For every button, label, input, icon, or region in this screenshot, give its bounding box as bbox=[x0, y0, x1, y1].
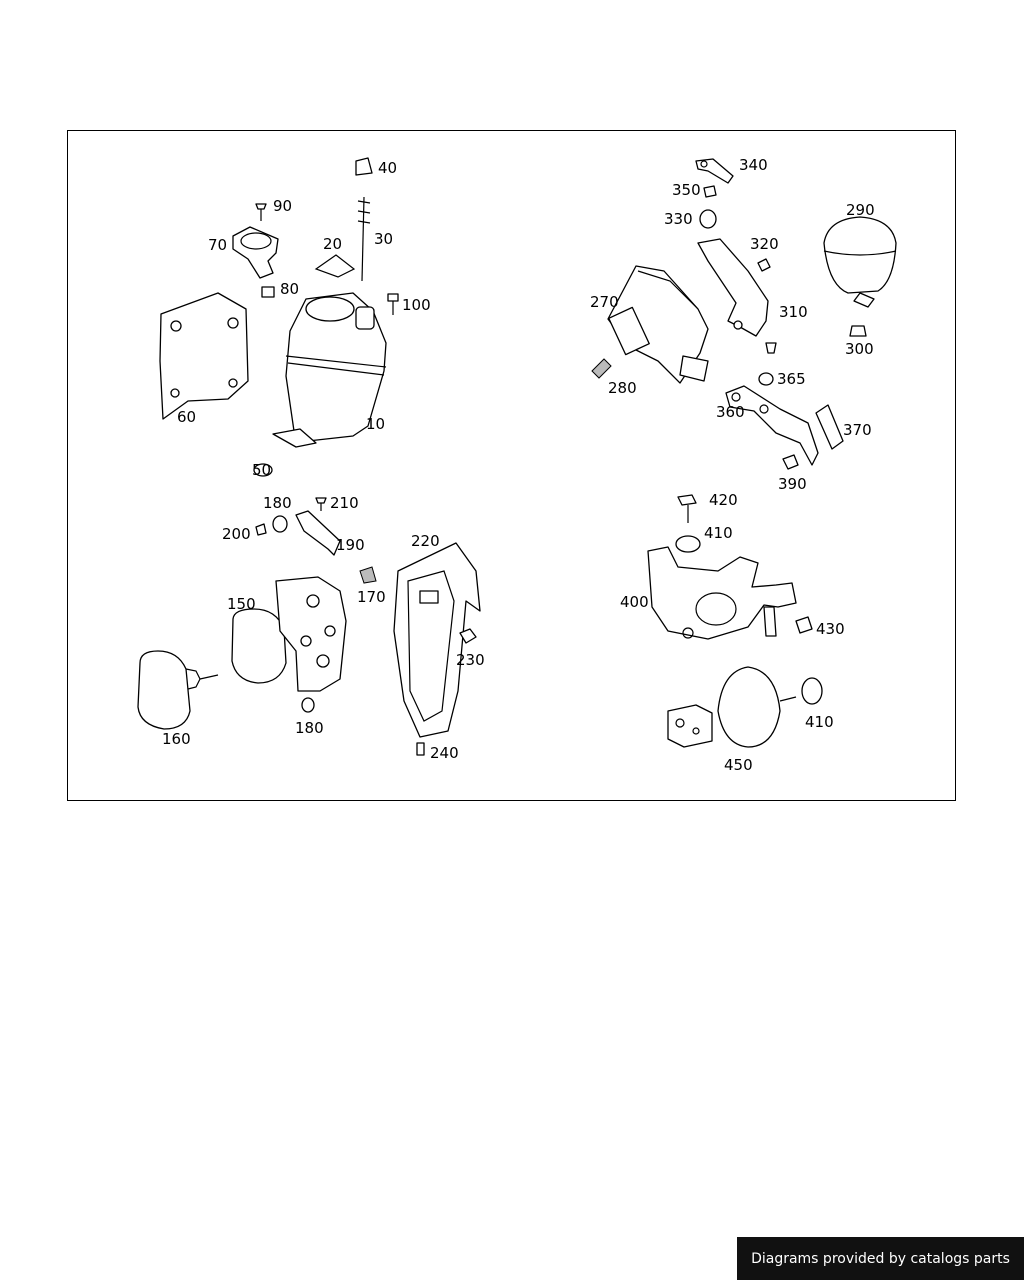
sensor-part-280 bbox=[591, 358, 612, 379]
flange-part-70 bbox=[232, 226, 279, 279]
bracket-part-360 bbox=[725, 385, 819, 466]
callout-190: 190 bbox=[336, 536, 365, 554]
sphere-part-150 bbox=[231, 608, 287, 684]
callout-360: 360 bbox=[716, 403, 745, 421]
callout-410b: 410 bbox=[805, 713, 834, 731]
grommet-part-180a bbox=[272, 515, 288, 533]
callout-230: 230 bbox=[456, 651, 485, 669]
clip-part-80 bbox=[261, 286, 275, 298]
callout-400: 400 bbox=[620, 593, 649, 611]
callout-200: 200 bbox=[222, 525, 251, 543]
grommet-part-330 bbox=[699, 209, 717, 229]
callout-70: 70 bbox=[208, 236, 228, 254]
callout-20: 20 bbox=[323, 235, 343, 253]
callout-450: 450 bbox=[724, 756, 753, 774]
callout-180a: 180 bbox=[263, 494, 292, 512]
callout-280: 280 bbox=[608, 379, 637, 397]
control-unit-part-270 bbox=[607, 265, 709, 384]
callout-60: 60 bbox=[177, 408, 197, 426]
callout-80: 80 bbox=[280, 280, 300, 298]
screw-part-420 bbox=[677, 494, 697, 506]
callout-290: 290 bbox=[846, 201, 875, 219]
dipstick-part-30 bbox=[361, 196, 365, 282]
bracket-part-190 bbox=[295, 510, 341, 556]
callout-150: 150 bbox=[227, 595, 256, 613]
callout-420: 420 bbox=[709, 491, 738, 509]
callout-310: 310 bbox=[779, 303, 808, 321]
plug-part-50 bbox=[253, 463, 273, 477]
accumulator-part-450 bbox=[717, 666, 781, 748]
credit-banner: Diagrams provided by catalogs parts bbox=[737, 1237, 1024, 1280]
grommet-part-410b bbox=[801, 677, 823, 705]
callout-300: 300 bbox=[845, 340, 874, 358]
callout-320: 320 bbox=[750, 235, 779, 253]
callout-365: 365 bbox=[777, 370, 806, 388]
sensor-part-170 bbox=[359, 566, 377, 584]
screw-part-200 bbox=[255, 523, 267, 536]
nut-part-230 bbox=[459, 628, 477, 644]
callout-40: 40 bbox=[378, 159, 398, 177]
screw-part-90 bbox=[255, 203, 267, 210]
bracket-part-220 bbox=[393, 542, 481, 738]
pump-group bbox=[137, 497, 481, 756]
reservoir-part-10 bbox=[285, 292, 387, 442]
callout-170: 170 bbox=[357, 588, 386, 606]
callout-350: 350 bbox=[672, 181, 701, 199]
screw-part-100 bbox=[387, 293, 399, 302]
callout-330: 330 bbox=[664, 210, 693, 228]
screw-part-240 bbox=[416, 742, 425, 756]
callout-390: 390 bbox=[778, 475, 807, 493]
reservoir-group bbox=[159, 157, 399, 477]
plug-part-365 bbox=[758, 372, 774, 386]
accumulator-group bbox=[647, 494, 823, 748]
nut-part-430 bbox=[795, 616, 813, 634]
clip-part-300 bbox=[849, 325, 867, 337]
heat-shield-part-60 bbox=[159, 292, 249, 420]
callout-90: 90 bbox=[273, 197, 293, 215]
parts-illustration bbox=[137, 157, 897, 756]
sphere-part-160 bbox=[137, 650, 191, 730]
screw-part-320 bbox=[757, 258, 771, 272]
callout-30: 30 bbox=[374, 230, 394, 248]
callout-50: 50 bbox=[252, 461, 272, 479]
bracket-part-340 bbox=[695, 158, 734, 184]
nut-part-350 bbox=[703, 185, 717, 198]
callout-100: 100 bbox=[402, 296, 431, 314]
parts-diagram: 10 20 30 40 50 60 70 80 90 100 150 160 1… bbox=[67, 130, 956, 801]
callout-220: 220 bbox=[411, 532, 440, 550]
nut-part-390 bbox=[782, 454, 799, 470]
cover-part-370 bbox=[815, 404, 844, 450]
callout-210: 210 bbox=[330, 494, 359, 512]
callout-160: 160 bbox=[162, 730, 191, 748]
grommet-part-180b bbox=[301, 697, 315, 713]
callout-10: 10 bbox=[366, 415, 386, 433]
callout-240: 240 bbox=[430, 744, 459, 762]
valve-block bbox=[275, 576, 347, 692]
gasket-part-20 bbox=[314, 254, 356, 278]
callout-370: 370 bbox=[843, 421, 872, 439]
callout-270: 270 bbox=[590, 293, 619, 311]
bracket-part-400 bbox=[647, 546, 797, 640]
bracket-part-310 bbox=[697, 238, 769, 337]
grommet-part-410a bbox=[675, 535, 701, 553]
credit-text: Diagrams provided by catalogs parts bbox=[751, 1250, 1010, 1267]
cap-part-40 bbox=[355, 157, 373, 176]
valve-body-part-450 bbox=[667, 704, 713, 748]
callout-410a: 410 bbox=[704, 524, 733, 542]
callout-340: 340 bbox=[739, 156, 768, 174]
control-unit-group bbox=[591, 158, 897, 470]
screw-part-210 bbox=[315, 497, 327, 504]
callout-180b: 180 bbox=[295, 719, 324, 737]
callout-430: 430 bbox=[816, 620, 845, 638]
